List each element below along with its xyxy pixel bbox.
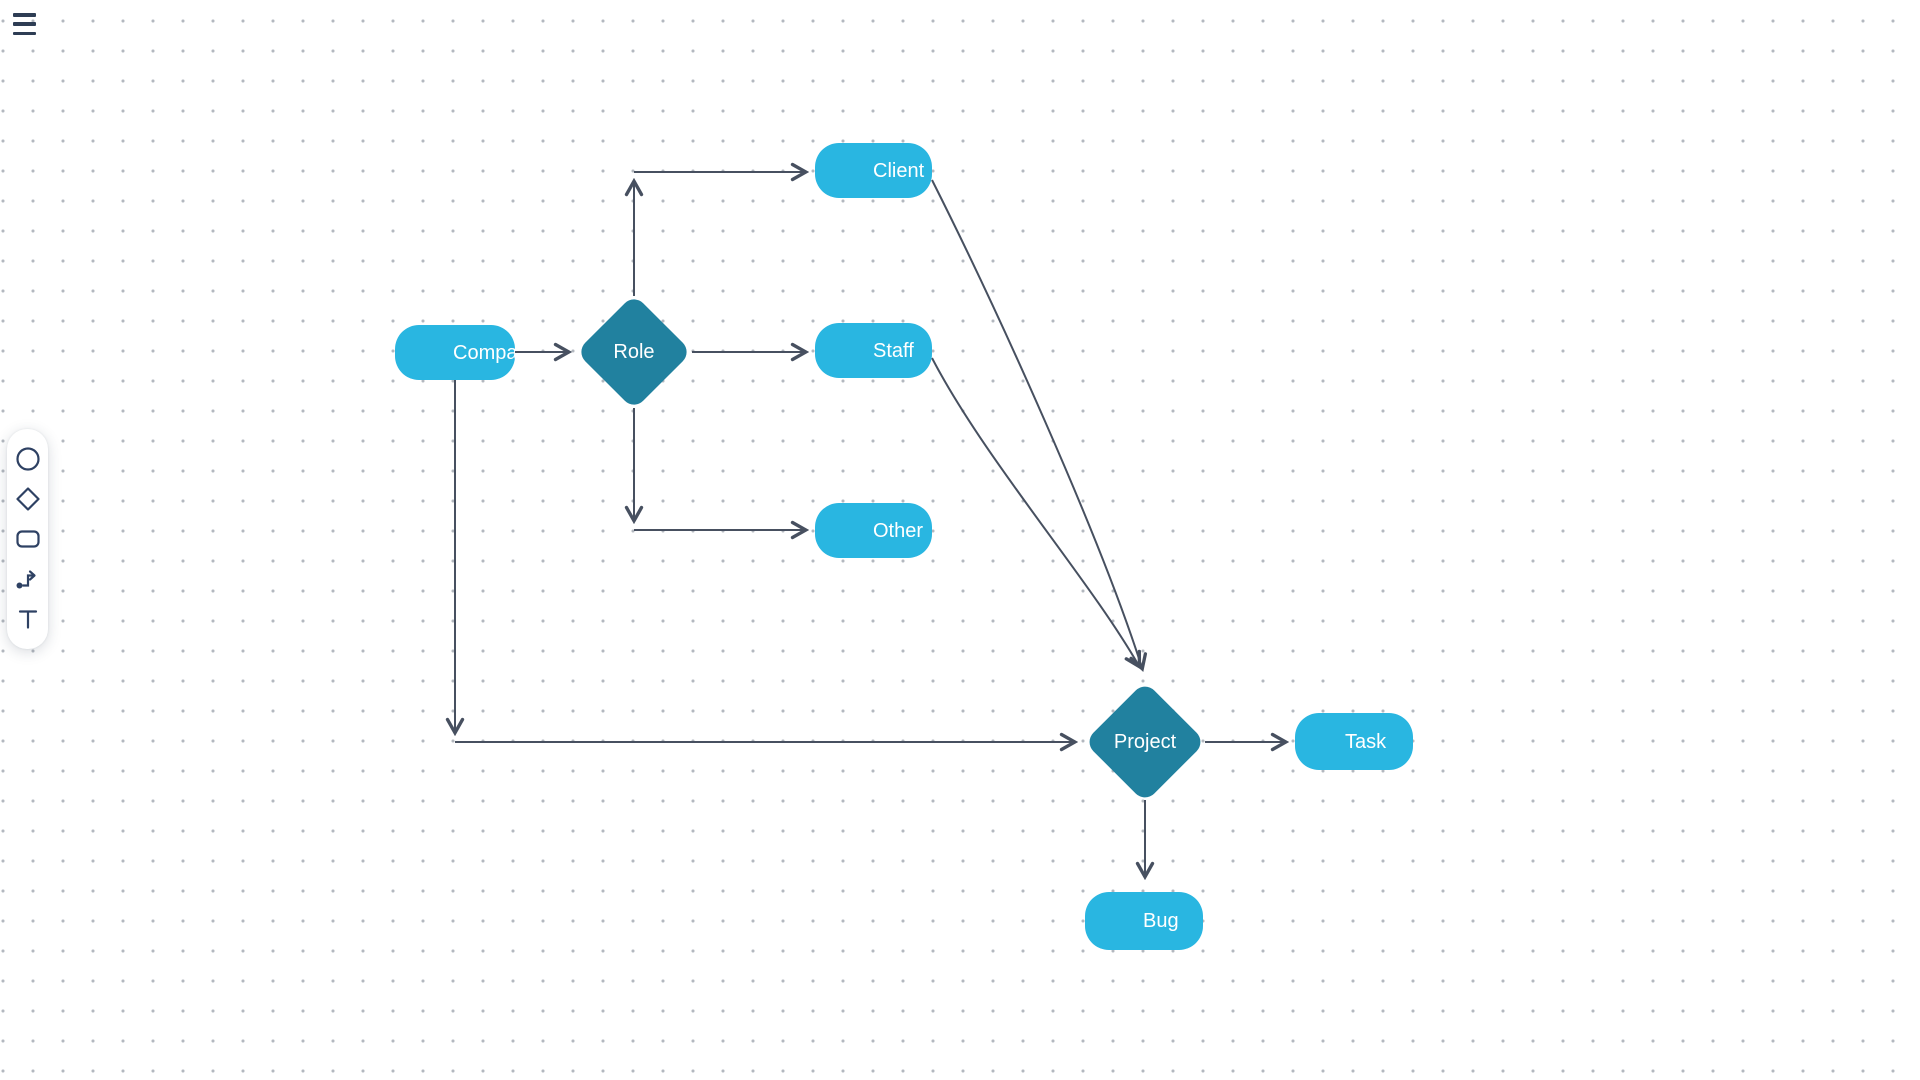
menu-button[interactable] (13, 13, 39, 35)
node-label: Staff (873, 339, 914, 362)
hamburger-icon (13, 22, 36, 26)
node-client[interactable]: Client (815, 143, 932, 198)
rounded-rectangle-icon (15, 530, 40, 548)
edge-company-project[interactable] (455, 380, 1074, 742)
node-task[interactable]: Task (1295, 713, 1413, 770)
diamond-tool-button[interactable] (12, 483, 44, 515)
node-role[interactable]: Role (576, 294, 692, 410)
node-label: Compa (453, 341, 515, 364)
diamond-icon (15, 487, 40, 511)
edge-staff-project[interactable] (931, 357, 1139, 666)
node-project[interactable]: Project (1084, 681, 1206, 803)
edge-role-other[interactable] (634, 408, 805, 530)
ellipse-tool-button[interactable] (12, 443, 44, 475)
circle-icon (15, 447, 40, 471)
node-label: Other (873, 519, 924, 542)
node-company[interactable]: Compa (395, 325, 515, 380)
node-bug[interactable]: Bug (1085, 892, 1203, 950)
text-tool-button[interactable] (12, 603, 44, 635)
edge-role-client[interactable] (634, 172, 805, 296)
node-staff[interactable]: Staff (815, 323, 932, 378)
connector-tool-button[interactable] (12, 563, 44, 595)
node-other[interactable]: Other (815, 503, 932, 558)
node-label: Project (1113, 731, 1177, 753)
hamburger-icon (13, 13, 36, 17)
edge-client-project[interactable] (931, 179, 1142, 668)
node-label: Role (613, 341, 655, 363)
node-label: Bug (1143, 910, 1179, 932)
hamburger-icon (13, 31, 36, 35)
node-label: Task (1345, 730, 1387, 753)
node-label: Client (873, 159, 925, 182)
text-icon (18, 610, 37, 629)
shape-toolbar (7, 429, 48, 649)
rectangle-tool-button[interactable] (12, 523, 44, 555)
connector-arrow-icon (16, 570, 36, 589)
